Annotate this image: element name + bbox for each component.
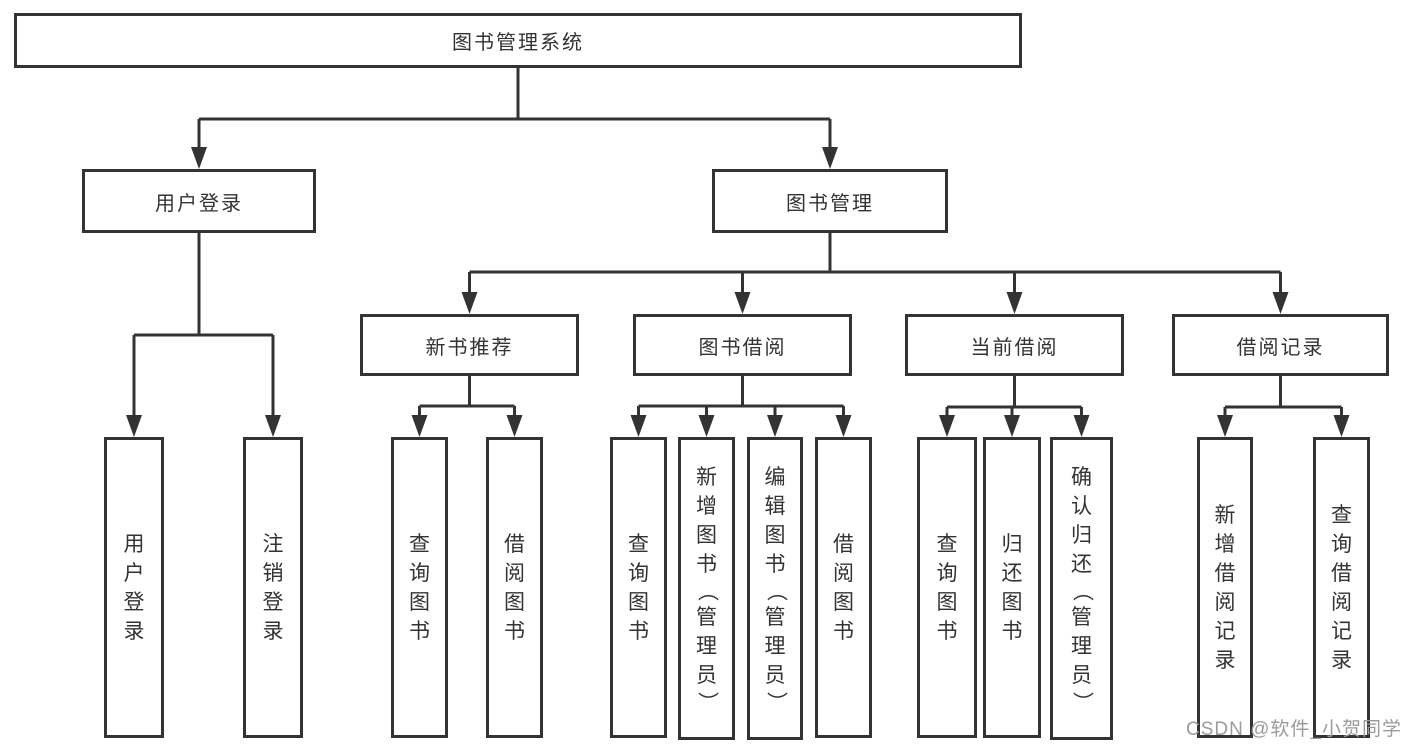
node-label: 借阅图书 bbox=[504, 532, 525, 643]
node-label: 图书借阅 bbox=[698, 336, 787, 359]
node-label: 新增借阅记录 bbox=[1214, 503, 1236, 672]
node-label: 当前借阅 bbox=[970, 336, 1059, 359]
node-borrowing-records: 借阅记录 bbox=[1172, 314, 1389, 376]
leaf-return-books: 归还图书 bbox=[983, 437, 1041, 738]
node-book-borrowing: 图书借阅 bbox=[633, 314, 852, 376]
node-label: 借阅记录 bbox=[1236, 336, 1325, 359]
node-label: 借阅图书 bbox=[833, 532, 854, 643]
node-label: 确认归还（管理员） bbox=[1070, 466, 1094, 713]
leaf-borrow-books-1: 借阅图书 bbox=[486, 437, 543, 738]
node-label: 查询借阅记录 bbox=[1331, 503, 1352, 672]
leaf-add-borrow-record: 新增借阅记录 bbox=[1197, 437, 1253, 738]
node-current-borrowing: 当前借阅 bbox=[905, 314, 1124, 376]
node-label: 查询图书 bbox=[409, 532, 430, 643]
node-label: 查询图书 bbox=[628, 532, 649, 643]
node-label: 用户登录 bbox=[155, 192, 243, 215]
node-new-book-recommend: 新书推荐 bbox=[360, 314, 579, 376]
leaf-user-login: 用户登录 bbox=[104, 437, 164, 738]
leaf-query-borrow-record: 查询借阅记录 bbox=[1313, 437, 1370, 738]
node-user-login: 用户登录 bbox=[82, 169, 316, 233]
leaf-borrow-books-2: 借阅图书 bbox=[815, 437, 872, 738]
leaf-add-books-admin: 新增图书（管理员） bbox=[678, 437, 735, 740]
node-label: 图书管理系统 bbox=[452, 32, 584, 54]
leaf-query-books-1: 查询图书 bbox=[391, 437, 448, 738]
node-label: 注销登录 bbox=[262, 532, 284, 643]
leaf-query-books-3: 查询图书 bbox=[917, 437, 977, 738]
node-label: 新增图书（管理员） bbox=[695, 466, 719, 713]
node-label: 新书推荐 bbox=[425, 336, 514, 359]
node-label: 归还图书 bbox=[1001, 532, 1023, 643]
node-label: 用户登录 bbox=[123, 532, 145, 643]
node-label: 编辑图书（管理员） bbox=[763, 466, 787, 713]
leaf-edit-books-admin: 编辑图书（管理员） bbox=[747, 437, 803, 740]
node-book-management: 图书管理 bbox=[712, 169, 948, 233]
watermark: CSDN @软件_小贺同学 bbox=[1186, 719, 1402, 740]
leaf-query-books-2: 查询图书 bbox=[610, 437, 667, 738]
leaf-logout: 注销登录 bbox=[243, 437, 303, 738]
leaf-confirm-return-admin: 确认归还（管理员） bbox=[1050, 437, 1113, 740]
node-label: 图书管理 bbox=[786, 192, 874, 215]
node-label: 查询图书 bbox=[936, 532, 958, 643]
node-library-management-system: 图书管理系统 bbox=[14, 13, 1022, 68]
